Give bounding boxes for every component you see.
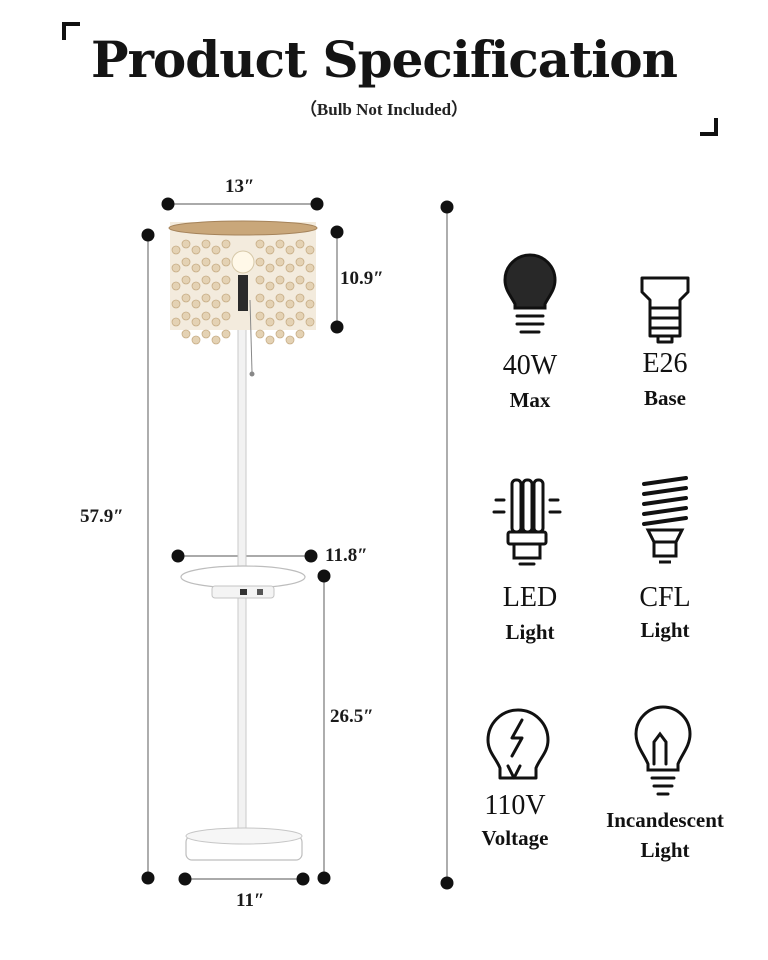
cfl-value: CFL [639, 582, 691, 613]
base-type-value: E26 [642, 348, 688, 379]
bulb-icon [503, 253, 557, 334]
tray-width-label: 11.8″ [325, 545, 368, 566]
socket-base-icon [640, 276, 690, 344]
voltage-value: 110V [484, 790, 546, 821]
page-title: Product Specification [90, 30, 678, 89]
incandescent-value: Incandescent [606, 808, 724, 832]
voltage-label: Voltage [481, 826, 549, 850]
led-value: LED [502, 582, 558, 613]
cfl-bulb-icon [642, 476, 688, 564]
corner-bracket-top-left [62, 22, 80, 40]
dimension-endpoints [141, 197, 454, 890]
wattage-label: Max [509, 388, 551, 412]
beaded-shade [168, 220, 318, 377]
wattage-value: 40W [502, 350, 558, 381]
page-subtitle: （Bulb Not Included） [299, 100, 469, 119]
side-tray [180, 565, 306, 599]
cfl-label: Light [640, 618, 690, 642]
base-type-label: Base [644, 386, 686, 410]
lamp-base [185, 827, 303, 861]
base-width-label: 11″ [236, 890, 265, 911]
corner-bracket-bottom-right [700, 118, 718, 136]
total-height-label: 57.9″ [80, 506, 124, 527]
tray-height-label: 26.5″ [330, 706, 374, 727]
led-label: Light [505, 620, 555, 644]
voltage-bulb-icon [486, 708, 550, 780]
incandescent-label: Light [640, 838, 690, 862]
led-bulb-icon [492, 478, 562, 566]
incandescent-bulb-icon [634, 705, 692, 796]
shade-width-label: 13″ [225, 176, 255, 197]
shade-height-label: 10.9″ [340, 268, 384, 289]
lamp-illustration [141, 197, 454, 890]
